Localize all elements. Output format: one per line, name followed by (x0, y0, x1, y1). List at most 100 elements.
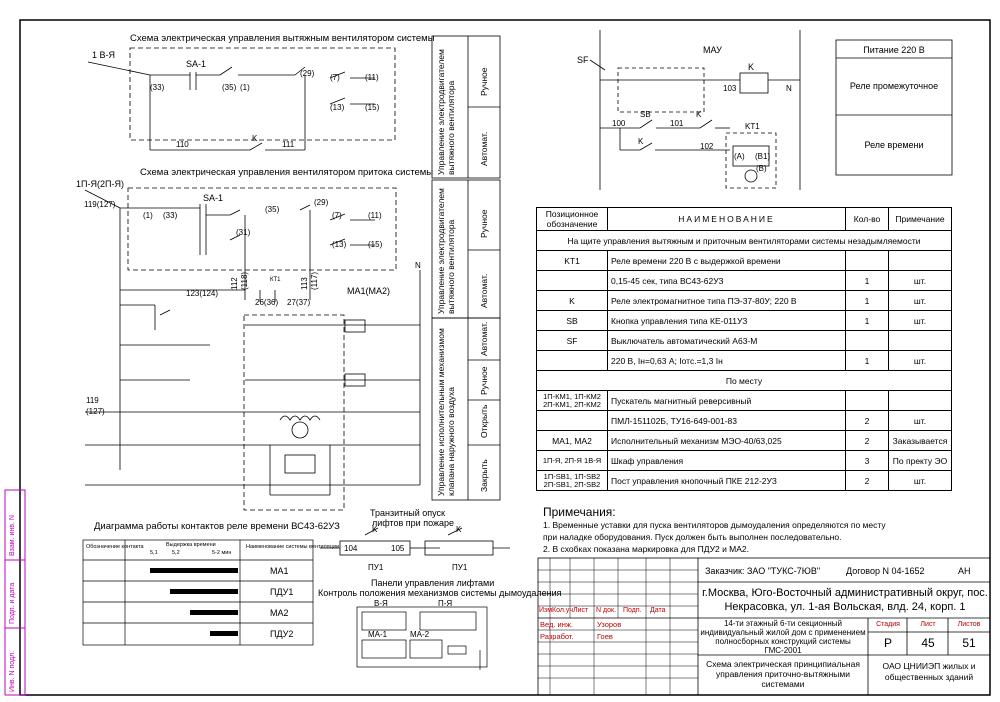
exhaust-terminal: (7) (330, 73, 340, 82)
spec-name: Пост управления кнопочный ПКЕ 212-2УЗ (607, 470, 846, 491)
tb-col-header: Подп. (623, 607, 642, 614)
power-label: (B) (756, 164, 767, 173)
exhaust-switch: SA-1 (186, 59, 207, 69)
spec-qty (845, 330, 889, 351)
lift-panel-label: П-Я (438, 599, 453, 608)
notes-line: 2. В схобках показана маркировка для ПДУ… (543, 544, 750, 554)
spec-pos: МА1, МА2 (536, 430, 608, 451)
spec-pos (536, 350, 608, 371)
power-label: (B1) (755, 152, 771, 161)
supply-wire: (117) (310, 271, 319, 290)
exhaust-terminal: (11) (365, 73, 379, 82)
lift-panel-label: МА-2 (410, 630, 430, 639)
tb-col-header: Лист (573, 607, 589, 614)
lift-panel-lines (356, 606, 488, 670)
power-label: N (786, 84, 792, 93)
supply-terminal: (1) (143, 211, 153, 220)
legend-time-relay: Реле времени (864, 140, 924, 150)
supply-scheme-title: Схема электрическая управления вентилято… (140, 167, 434, 178)
spec-section: По месту (536, 370, 952, 391)
tb-col-header: Кол.уч (552, 607, 573, 614)
spec-header: Позиционное обозначение (536, 207, 608, 231)
power-label: 103 (723, 84, 737, 93)
spec-qty: 1 (845, 270, 889, 291)
timing-header: Обозначение контакта (86, 544, 144, 550)
spec-header: НАИМЕНОВАНИЕ (607, 207, 846, 231)
mode-label: Автомат. (479, 321, 489, 356)
supply-wire: (118) (240, 271, 249, 290)
spec-name: Пускатель магнитный реверсивный (607, 390, 846, 411)
timing-bar-ma1 (150, 568, 238, 573)
spec-header-row: Позиционное обозначение НАИМЕНОВАНИЕ Кол… (536, 207, 952, 231)
power-label: 101 (670, 119, 684, 128)
mode-label: Автомат. (479, 131, 489, 166)
timing-bar-pdu2 (210, 631, 238, 636)
tb-role-name: Узоров (597, 620, 622, 629)
title-block-grid (538, 558, 698, 695)
power-label: SB (640, 110, 651, 119)
spec-name: 0,15-45 сек, типа ВС43-62УЗ (607, 270, 846, 291)
title-block-lines (537, 557, 991, 696)
spec-name: Реле электромагнитное типа ПЭ-37-80У; 22… (607, 290, 846, 311)
supply-wire: 27(37) (287, 298, 311, 307)
spec-name: Реле времени 220 В с выдержкой времени (607, 250, 846, 271)
power-scheme-lines (589, 30, 801, 190)
supply-wire: (127) (86, 407, 105, 416)
power-label: МАУ (703, 45, 722, 55)
mode-group-title: Управление электродвигателем вытяжного в… (436, 49, 456, 175)
sheet-frame (19, 19, 991, 696)
supply-terminal: (15) (368, 240, 383, 249)
lift-label: ПУ1 (368, 563, 384, 572)
timing-scale: 5,1 (150, 550, 158, 556)
notes-line: при наладке оборудования. Пуск должен бы… (543, 532, 842, 542)
lift-panel-label: В-Я (374, 599, 388, 608)
spec-qty (845, 250, 889, 271)
spec-note (888, 390, 952, 411)
supply-neutral: N (415, 261, 421, 270)
lift-panel-label: МА-1 (368, 630, 388, 639)
lift-label: 105 (391, 544, 405, 553)
timing-bar-ma2 (190, 610, 238, 615)
supply-terminal: (13) (332, 240, 347, 249)
spec-table: Позиционное обозначение НАИМЕНОВАНИЕ Кол… (536, 207, 952, 491)
spec-note: шт. (888, 410, 952, 431)
spec-pos: 1П-Я, 2П-Я 1В-Я (536, 450, 608, 471)
spec-pos (536, 270, 608, 291)
supply-terminal: (11) (368, 211, 382, 220)
supply-feeder: 1П-Я(2П-Я) (76, 179, 124, 189)
legend-power: Питание 220 В (863, 45, 925, 55)
lift-scheme-lines (320, 527, 510, 556)
mode-table-lines (431, 35, 501, 501)
supply-wire: 119 (86, 396, 99, 405)
exhaust-terminal: (15) (365, 103, 380, 112)
timing-row-label: ПДУ1 (270, 587, 294, 597)
spec-row: По месту (536, 370, 952, 391)
spec-pos: KT1 (536, 250, 608, 271)
mode-label: Ручное (479, 209, 489, 239)
notes-title: Примечания: (543, 505, 616, 519)
binding-strip (4, 489, 26, 696)
power-label: K (638, 137, 644, 146)
exhaust-terminal: (13) (330, 103, 345, 112)
spec-qty: 3 (845, 450, 889, 471)
exhaust-terminal: (29) (300, 69, 315, 78)
power-label: 102 (700, 142, 714, 151)
side-label: Взам. инв. N (9, 515, 16, 556)
spec-qty: 2 (845, 470, 889, 491)
lift-title: Транзитный опуск (370, 508, 445, 518)
power-label: 100 (612, 119, 626, 128)
tb-sheet: 45 (921, 636, 935, 650)
tb-sheets-header: Листов (957, 621, 981, 628)
exhaust-terminal: (35) (222, 83, 237, 92)
exhaust-terminal: (33) (150, 83, 165, 92)
side-label: Инв. N подл. (9, 650, 16, 692)
mode-label: Ручное (479, 67, 489, 97)
supply-terminal: 119(127) (84, 200, 116, 209)
timing-row-label: МА2 (270, 608, 289, 618)
tb-role-name: Гоев (597, 632, 613, 641)
